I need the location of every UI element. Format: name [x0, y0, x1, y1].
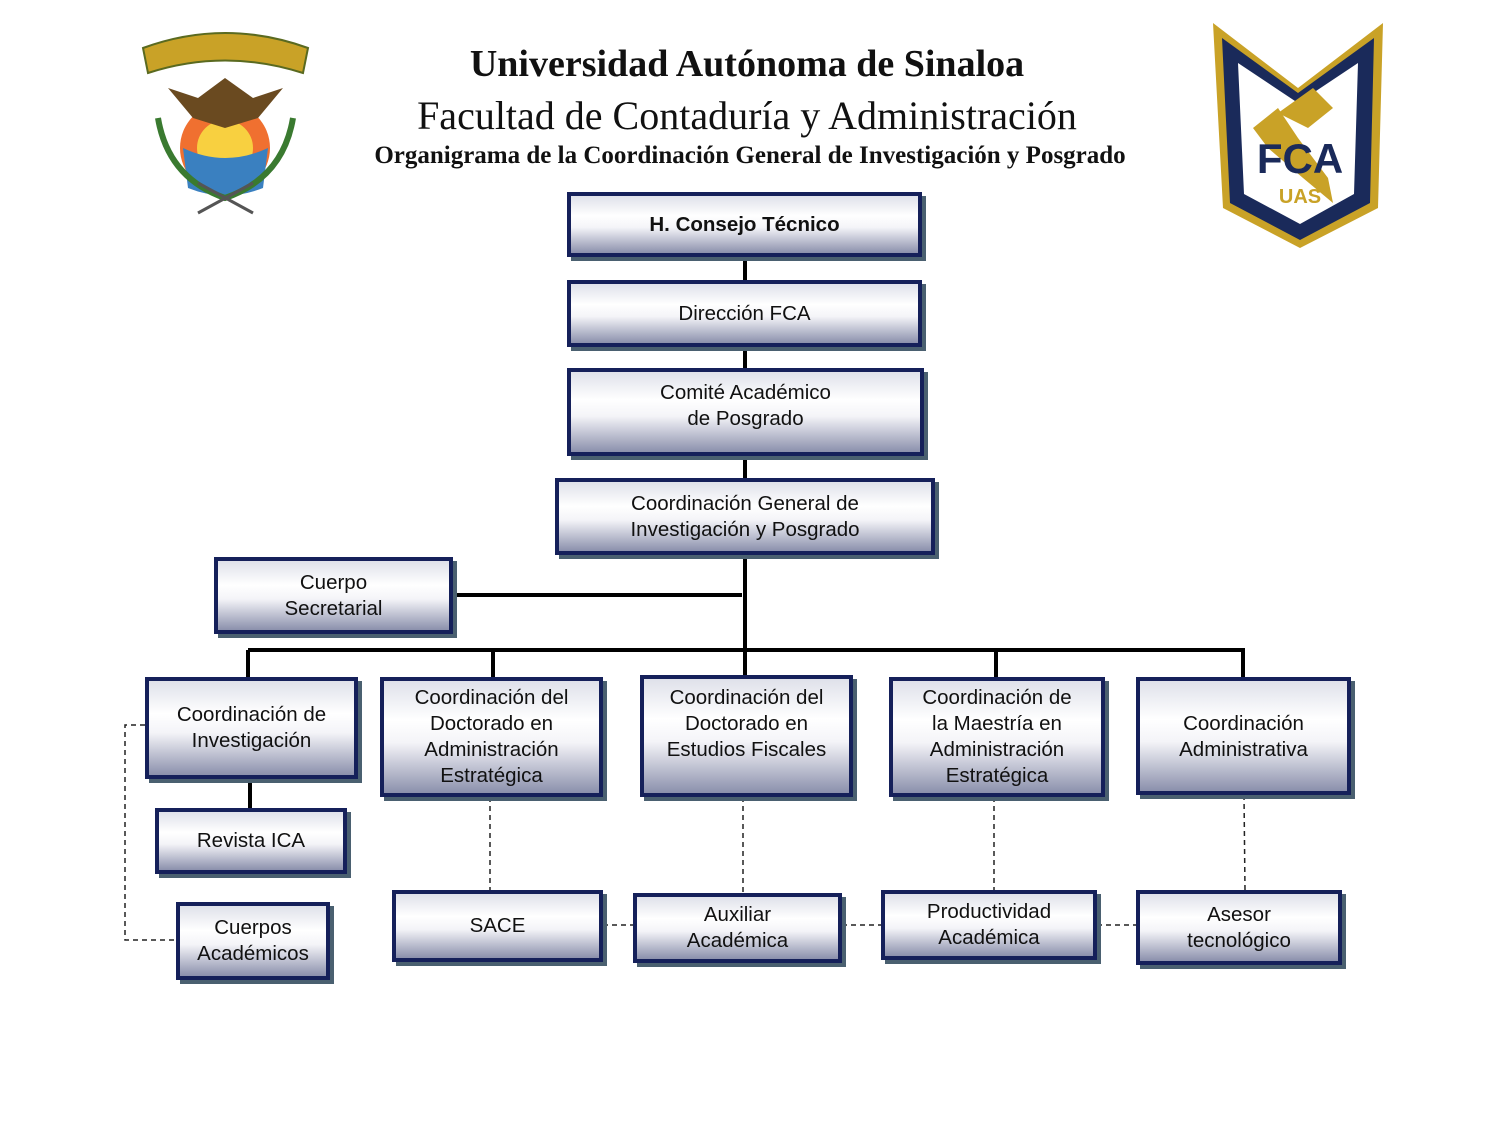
node-cuerpos-academicos: Cuerpos Académicos — [176, 902, 330, 980]
uas-crest-logo — [141, 32, 310, 215]
node-productividad-academica: Productividad Académica — [881, 890, 1097, 960]
node-comite-academico: Comité Académico de Posgrado — [567, 368, 924, 456]
node-coordinacion-investigacion: Coordinación de Investigación — [145, 677, 358, 779]
node-asesor-tecnologico: Asesor tecnológico — [1136, 890, 1342, 965]
node-sace: SACE — [392, 890, 603, 962]
node-direccion-fca: Dirección FCA — [567, 280, 922, 347]
fca-logo-text: FCA — [1257, 135, 1343, 182]
faculty-title: Facultad de Contaduría y Administración — [417, 93, 1077, 138]
node-doctorado-fiscales: Coordinación del Doctorado en Estudios F… — [640, 675, 853, 797]
node-cuerpo-secretarial: Cuerpo Secretarial — [214, 557, 453, 634]
node-coordinacion-administrativa: Coordinación Administrativa — [1136, 677, 1351, 795]
uas-logo-text: UAS — [1279, 186, 1321, 208]
node-auxiliar-academica: Auxiliar Académica — [633, 893, 842, 963]
university-title: Universidad Autónoma de Sinaloa — [469, 43, 1025, 85]
node-revista-ica: Revista ICA — [155, 808, 347, 874]
node-doctorado-administracion: Coordinación del Doctorado en Administra… — [380, 677, 603, 797]
fca-shield-logo: FCA UAS — [1213, 23, 1383, 248]
chart-subtitle: Organigrama de la Coordinación General d… — [374, 142, 1126, 169]
node-consejo-tecnico: H. Consejo Técnico — [567, 192, 922, 257]
node-coordinacion-general: Coordinación General de Investigación y … — [555, 478, 935, 555]
node-maestria: Coordinación de la Maestría en Administr… — [889, 677, 1105, 797]
